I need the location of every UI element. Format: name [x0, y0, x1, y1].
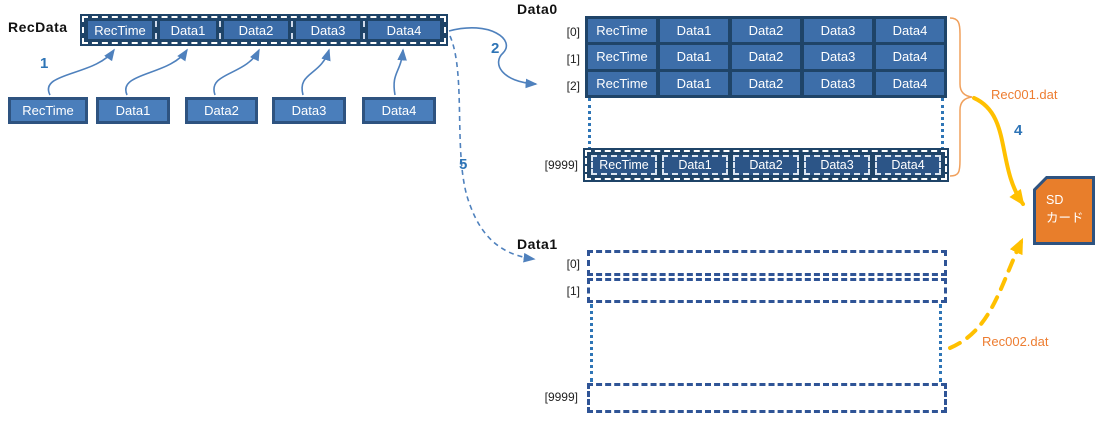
data0-cell: RecTime: [588, 19, 656, 43]
data1-index-0: [0]: [566, 257, 580, 271]
data1-row-9999: [587, 383, 947, 413]
data0-row-0: RecTime Data1 Data2 Data3 Data4: [588, 19, 944, 43]
data0-cell: Data3: [804, 155, 870, 175]
recdata-label: RecData: [8, 19, 68, 35]
data0-index-0: [0]: [566, 25, 580, 39]
step-4-label: 4: [1014, 122, 1023, 139]
struct-separator: [363, 21, 365, 39]
data0-brace: [949, 17, 973, 177]
data1-index-1: [1]: [566, 284, 580, 298]
data0-cell: Data2: [732, 45, 800, 69]
step-5-label: 5: [459, 156, 468, 173]
data0-cell: RecTime: [588, 45, 656, 69]
data0-index-1: [1]: [566, 52, 580, 66]
data0-cell: Data1: [660, 71, 728, 95]
data0-cell: RecTime: [591, 155, 657, 175]
arrow-data2-to-struct: [213, 48, 260, 96]
rec002-file-label: Rec002.dat: [982, 334, 1049, 349]
source-box-data2: Data2: [185, 97, 258, 124]
arrow-data3-to-struct: [301, 48, 331, 96]
step-2-label: 2: [491, 40, 500, 57]
data0-table: RecTime Data1 Data2 Data3 Data4 RecTime …: [585, 16, 947, 98]
step-1-label: 1: [40, 55, 49, 72]
struct-field-data2: Data2: [224, 21, 288, 39]
data0-cell: Data1: [660, 45, 728, 69]
arrow-rec001-to-sd: [972, 96, 1025, 206]
data0-row-9999: RecTime Data1 Data2 Data3 Data4: [585, 150, 947, 180]
data1-row-1: [587, 278, 947, 303]
arrow-rec002-to-sd-dashed: [948, 237, 1024, 350]
source-box-rectime: RecTime: [8, 97, 88, 124]
data1-ellipsis-gap: [590, 304, 942, 382]
data0-cell: Data2: [732, 71, 800, 95]
rec001-file-label: Rec001.dat: [991, 87, 1058, 102]
data0-index-9999: [9999]: [544, 158, 578, 172]
data1-row-0: [587, 250, 947, 276]
sd-card: SD カード: [1033, 176, 1095, 245]
data0-cell: Data3: [804, 45, 872, 69]
struct-separator: [155, 21, 157, 39]
data0-cell: Data1: [660, 19, 728, 43]
data0-ellipsis-gap: [588, 98, 944, 150]
source-box-data3: Data3: [272, 97, 346, 124]
data0-cell: Data3: [804, 71, 872, 95]
data1-label: Data1: [517, 236, 558, 252]
arrow-data4-to-struct: [393, 48, 407, 96]
source-box-data4: Data4: [362, 97, 436, 124]
sd-card-text-line2: カード: [1046, 211, 1084, 226]
arrow-struct-to-data1-dashed: [449, 35, 536, 263]
struct-separator: [219, 21, 221, 39]
struct-field-data4: Data4: [368, 21, 440, 39]
data0-cell: Data2: [733, 155, 799, 175]
recdata-struct: RecTime Data1 Data2 Data3 Data4: [82, 16, 446, 44]
data0-cell: Data4: [876, 71, 944, 95]
arrow-rectime-to-struct: [47, 48, 115, 96]
data0-cell: Data4: [876, 19, 944, 43]
data0-row-1: RecTime Data1 Data2 Data3 Data4: [588, 45, 944, 69]
arrow-data1-to-struct: [124, 48, 188, 96]
struct-field-data3: Data3: [296, 21, 360, 39]
struct-separator: [291, 21, 293, 39]
struct-field-data1: Data1: [160, 21, 216, 39]
data0-label: Data0: [517, 1, 558, 17]
struct-field-rectime: RecTime: [88, 21, 152, 39]
data0-index-2: [2]: [566, 79, 580, 93]
data0-cell: Data1: [662, 155, 728, 175]
data1-index-9999: [9999]: [544, 390, 578, 404]
source-box-data1: Data1: [96, 97, 170, 124]
data0-cell: RecTime: [588, 71, 656, 95]
data0-cell: Data4: [875, 155, 941, 175]
sd-card-text-line1: SD: [1046, 193, 1064, 207]
data0-row-2: RecTime Data1 Data2 Data3 Data4: [588, 71, 944, 95]
sd-card-body: SD カード: [1036, 179, 1092, 242]
data0-cell: Data2: [732, 19, 800, 43]
data0-cell: Data3: [804, 19, 872, 43]
data0-cell: Data4: [876, 45, 944, 69]
